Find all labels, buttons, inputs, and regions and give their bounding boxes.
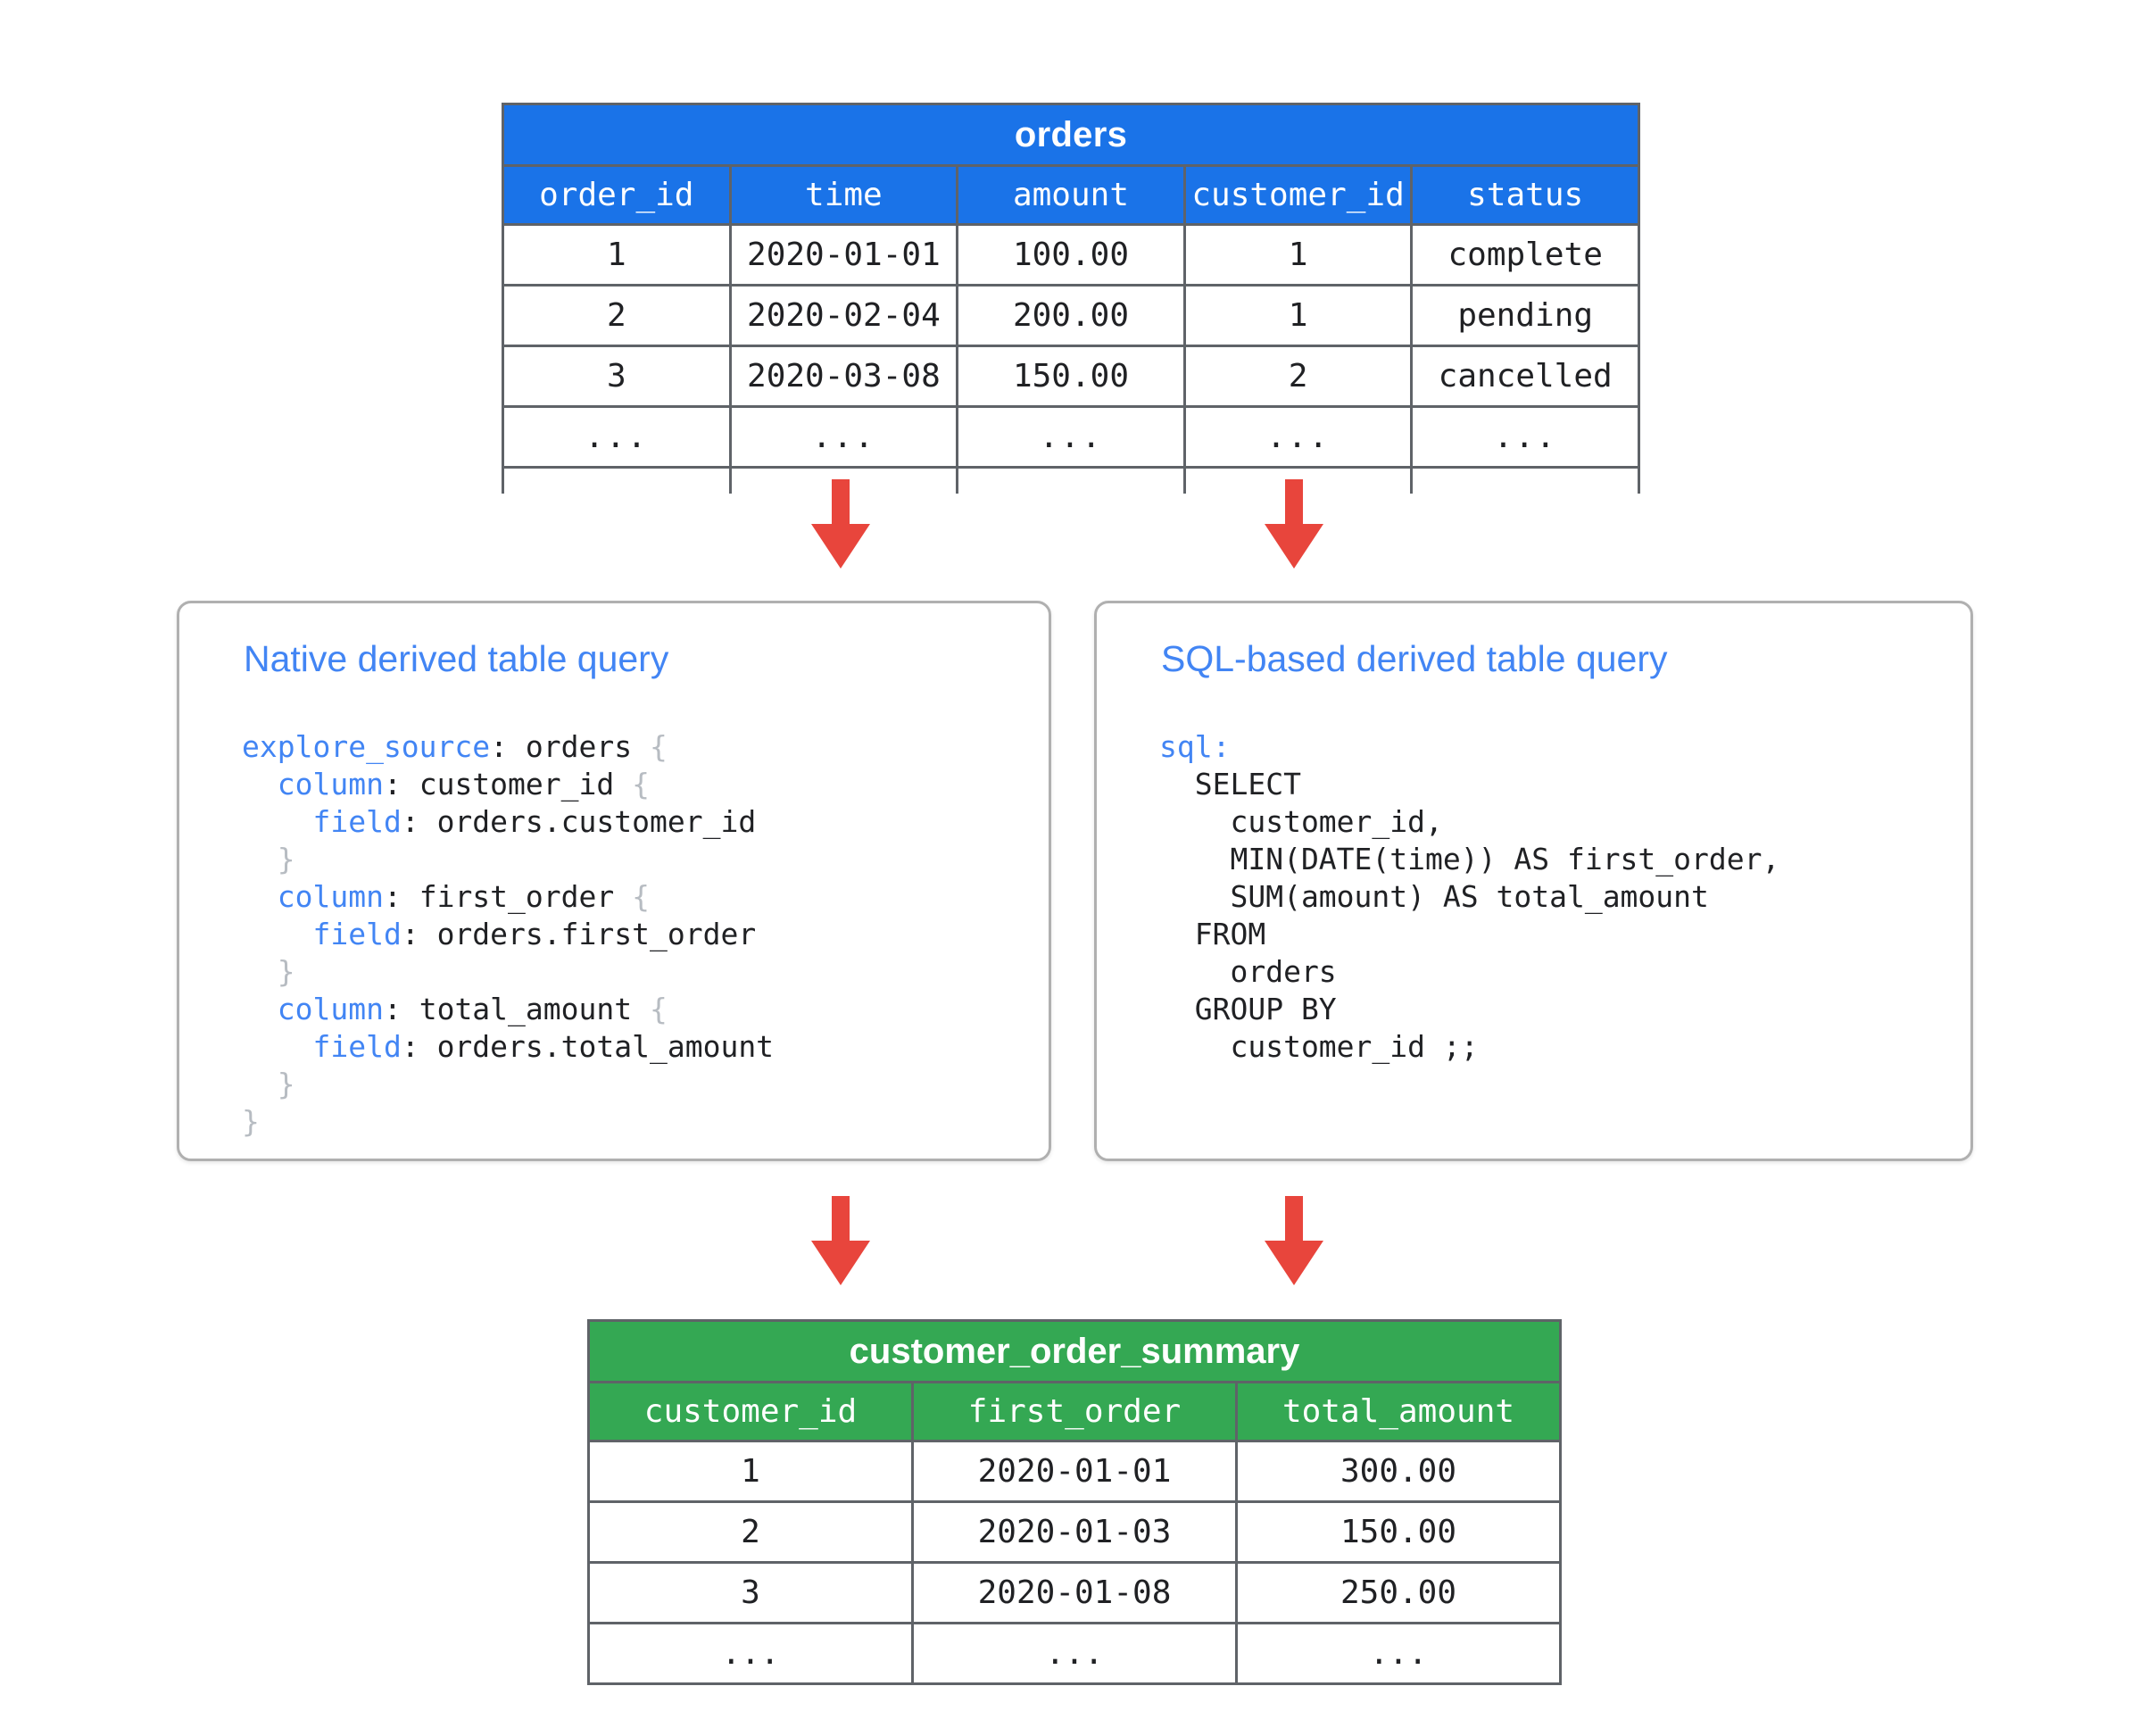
arrow-sql-to-summary-icon	[1265, 1196, 1323, 1285]
orders-col-order-id: order_id	[502, 164, 732, 226]
native-code-block: explore_source: orders { column: custome…	[242, 729, 775, 1139]
summary-table-head: customer_order_summary customer_id first…	[587, 1319, 1562, 1442]
cell-ellipsis: ...	[956, 405, 1186, 469]
summary-table-title: customer_order_summary	[587, 1319, 1562, 1383]
orders-source-table: orders order_id time amount customer_id …	[502, 103, 1640, 494]
cell-status: cancelled	[1410, 345, 1640, 408]
cell-order-id: 1	[502, 223, 732, 287]
table-row: 1 2020-01-01 100.00 1 complete	[502, 223, 1640, 287]
native-panel-title: Native derived table query	[244, 638, 669, 679]
table-row: 2 2020-02-04 200.00 1 pending	[502, 284, 1640, 347]
cell-total-amount: 250.00	[1235, 1561, 1562, 1624]
cell-first-order: 2020-01-08	[911, 1561, 1238, 1624]
cell-clipped	[502, 466, 732, 494]
table-row: 1 2020-01-01 300.00	[587, 1440, 1562, 1503]
cell-time: 2020-01-01	[728, 223, 959, 287]
arrow-orders-to-sql-icon	[1265, 479, 1323, 569]
summary-column-header-row: customer_id first_order total_amount	[587, 1381, 1562, 1442]
orders-table-title: orders	[502, 103, 1640, 167]
cell-ellipsis: ...	[587, 1622, 914, 1685]
orders-col-customer-id: customer_id	[1182, 164, 1414, 226]
cell-time: 2020-03-08	[728, 345, 959, 408]
table-row-ellipsis: ... ... ... ... ...	[502, 405, 1640, 469]
summary-col-total-amount: total_amount	[1235, 1381, 1562, 1442]
cell-customer-id: 1	[1182, 284, 1414, 347]
sql-panel-title: SQL-based derived table query	[1161, 638, 1668, 679]
cell-status: pending	[1410, 284, 1640, 347]
orders-col-time: time	[728, 164, 959, 226]
cell-first-order: 2020-01-01	[911, 1440, 1238, 1503]
cell-time: 2020-02-04	[728, 284, 959, 347]
orders-col-status: status	[1410, 164, 1640, 226]
customer-order-summary-table: customer_order_summary customer_id first…	[587, 1319, 1562, 1685]
table-row: 3 2020-01-08 250.00	[587, 1561, 1562, 1624]
orders-title-row: orders	[502, 103, 1640, 167]
summary-table-body: 1 2020-01-01 300.00 2 2020-01-03 150.00 …	[587, 1440, 1562, 1685]
cell-ellipsis: ...	[502, 405, 732, 469]
sql-derived-table-panel: SQL-based derived table query sql: SELEC…	[1094, 601, 1973, 1161]
cell-ellipsis: ...	[1410, 405, 1640, 469]
cell-amount: 150.00	[956, 345, 1186, 408]
cell-total-amount: 150.00	[1235, 1500, 1562, 1564]
orders-table-body: 1 2020-01-01 100.00 1 complete 2 2020-02…	[502, 223, 1640, 494]
cell-ellipsis: ...	[911, 1622, 1238, 1685]
table-row: 3 2020-03-08 150.00 2 cancelled	[502, 345, 1640, 408]
cell-customer-id: 2	[587, 1500, 914, 1564]
summary-col-first-order: first_order	[911, 1381, 1238, 1442]
cell-order-id: 3	[502, 345, 732, 408]
cell-customer-id: 2	[1182, 345, 1414, 408]
cell-ellipsis: ...	[1182, 405, 1414, 469]
cell-first-order: 2020-01-03	[911, 1500, 1238, 1564]
cell-order-id: 2	[502, 284, 732, 347]
cell-ellipsis: ...	[728, 405, 959, 469]
cell-total-amount: 300.00	[1235, 1440, 1562, 1503]
orders-column-header-row: order_id time amount customer_id status	[502, 164, 1640, 226]
cell-amount: 100.00	[956, 223, 1186, 287]
summary-col-customer-id: customer_id	[587, 1381, 914, 1442]
native-derived-table-panel: Native derived table query explore_sourc…	[177, 601, 1051, 1161]
cell-clipped	[956, 466, 1186, 494]
cell-customer-id: 1	[1182, 223, 1414, 287]
cell-amount: 200.00	[956, 284, 1186, 347]
sql-code-block: sql: SELECT customer_id, MIN(DATE(time))…	[1159, 729, 1780, 1064]
summary-title-row: customer_order_summary	[587, 1319, 1562, 1383]
cell-customer-id: 1	[587, 1440, 914, 1503]
orders-table-head: orders order_id time amount customer_id …	[502, 103, 1640, 226]
table-row: 2 2020-01-03 150.00	[587, 1500, 1562, 1564]
cell-clipped	[1410, 466, 1640, 494]
cell-ellipsis: ...	[1235, 1622, 1562, 1685]
table-row-clipped	[502, 466, 1640, 494]
arrow-orders-to-native-icon	[811, 479, 870, 569]
cell-customer-id: 3	[587, 1561, 914, 1624]
cell-status: complete	[1410, 223, 1640, 287]
orders-col-amount: amount	[956, 164, 1186, 226]
table-row-ellipsis: ... ... ...	[587, 1622, 1562, 1685]
arrow-native-to-summary-icon	[811, 1196, 870, 1285]
